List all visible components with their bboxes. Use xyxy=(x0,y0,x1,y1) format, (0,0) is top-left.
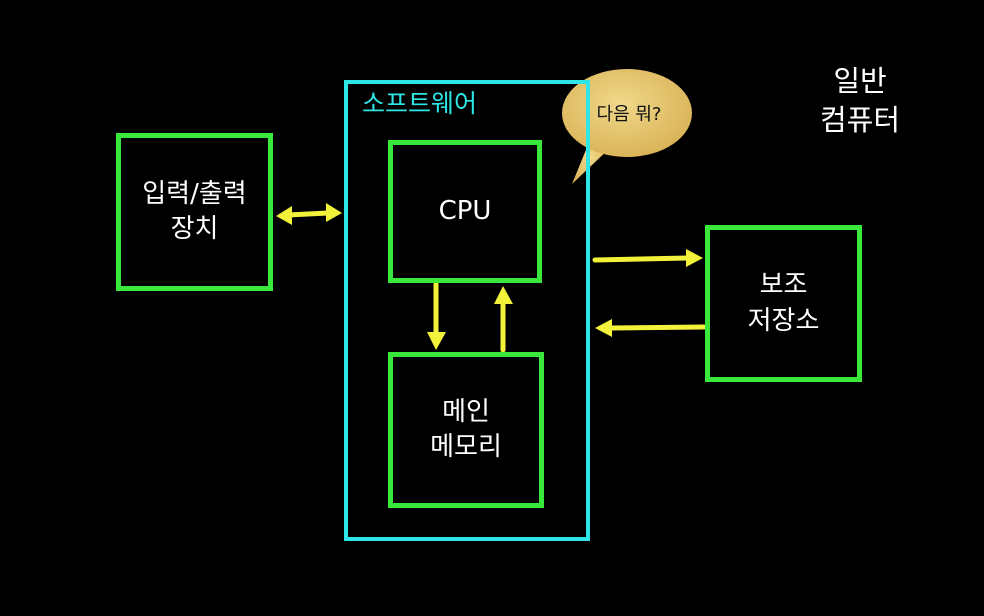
main-memory-box: 메인 메모리 xyxy=(388,352,544,508)
software-label: 소프트웨어 xyxy=(362,89,478,118)
cpu-to-memory-arrow xyxy=(427,281,446,350)
secondary-storage-box: 보조 저장소 xyxy=(705,225,862,382)
speech-bubble xyxy=(562,69,692,184)
speech-bubble-text: 다음 뭐? xyxy=(596,104,662,125)
memory-to-cpu-arrow xyxy=(494,286,513,353)
diagram-title: 일반 컴퓨터 xyxy=(819,64,901,138)
software-to-storage-arrow xyxy=(592,249,703,267)
software-container xyxy=(344,80,590,541)
io-software-arrow xyxy=(276,203,342,225)
cpu-box: CPU xyxy=(388,140,542,283)
storage-to-software-arrow xyxy=(595,319,707,337)
io-device-box: 입력/출력 장치 xyxy=(116,133,273,291)
